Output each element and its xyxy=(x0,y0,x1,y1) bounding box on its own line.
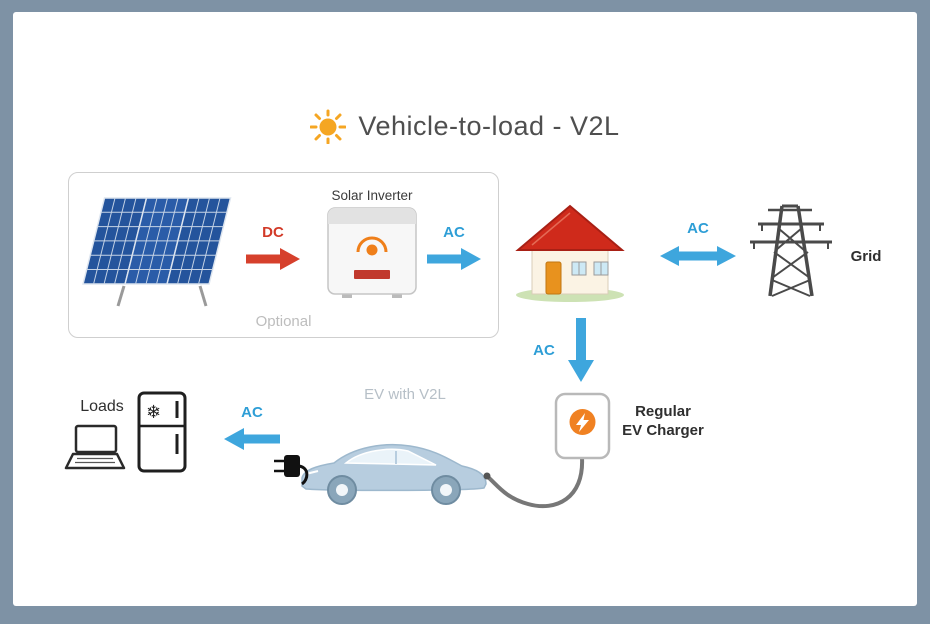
ac-arrow-right xyxy=(427,248,481,270)
solar-inverter-label: Solar Inverter xyxy=(331,188,413,203)
optional-label: Optional xyxy=(255,313,312,330)
laptop-icon xyxy=(64,424,126,470)
loads-label: Loads xyxy=(80,398,124,415)
grid-tower-icon xyxy=(750,204,832,297)
house-icon xyxy=(515,204,625,302)
ev-label: EV with V2L xyxy=(364,386,446,403)
sun-icon xyxy=(310,109,347,144)
solar-inverter-icon xyxy=(327,207,417,298)
ac-house-grid-label: AC xyxy=(687,220,709,237)
ac-ev-loads-label: AC xyxy=(241,404,263,421)
ac-arrow-double xyxy=(660,246,736,266)
ev-charger-label-line2: EV Charger xyxy=(622,422,704,439)
solar-panels-icon xyxy=(82,197,232,307)
ac-inverter-house-label: AC xyxy=(443,224,465,241)
fridge-icon: ❄ xyxy=(137,391,187,473)
title-row: Vehicle-to-load - V2L xyxy=(0,106,930,146)
ev-car-icon xyxy=(301,443,487,505)
dc-arrow-right xyxy=(246,248,300,270)
dc-flow-label: DC xyxy=(262,224,284,241)
ac-house-charger-label: AC xyxy=(533,342,555,359)
page-title: Vehicle-to-load - V2L xyxy=(358,110,620,141)
ac-arrow-down xyxy=(568,318,594,382)
grid-label: Grid xyxy=(850,248,882,265)
ev-charger-label: Regular EV Charger xyxy=(608,402,718,440)
snowflake-icon: ❄ xyxy=(146,402,161,423)
ev-charger-label-line1: Regular xyxy=(635,403,691,420)
slide-canvas xyxy=(13,12,917,606)
ev-charger-icon xyxy=(554,392,611,460)
optional-group-box: Optional xyxy=(68,172,499,338)
ac-arrow-left xyxy=(224,428,280,450)
